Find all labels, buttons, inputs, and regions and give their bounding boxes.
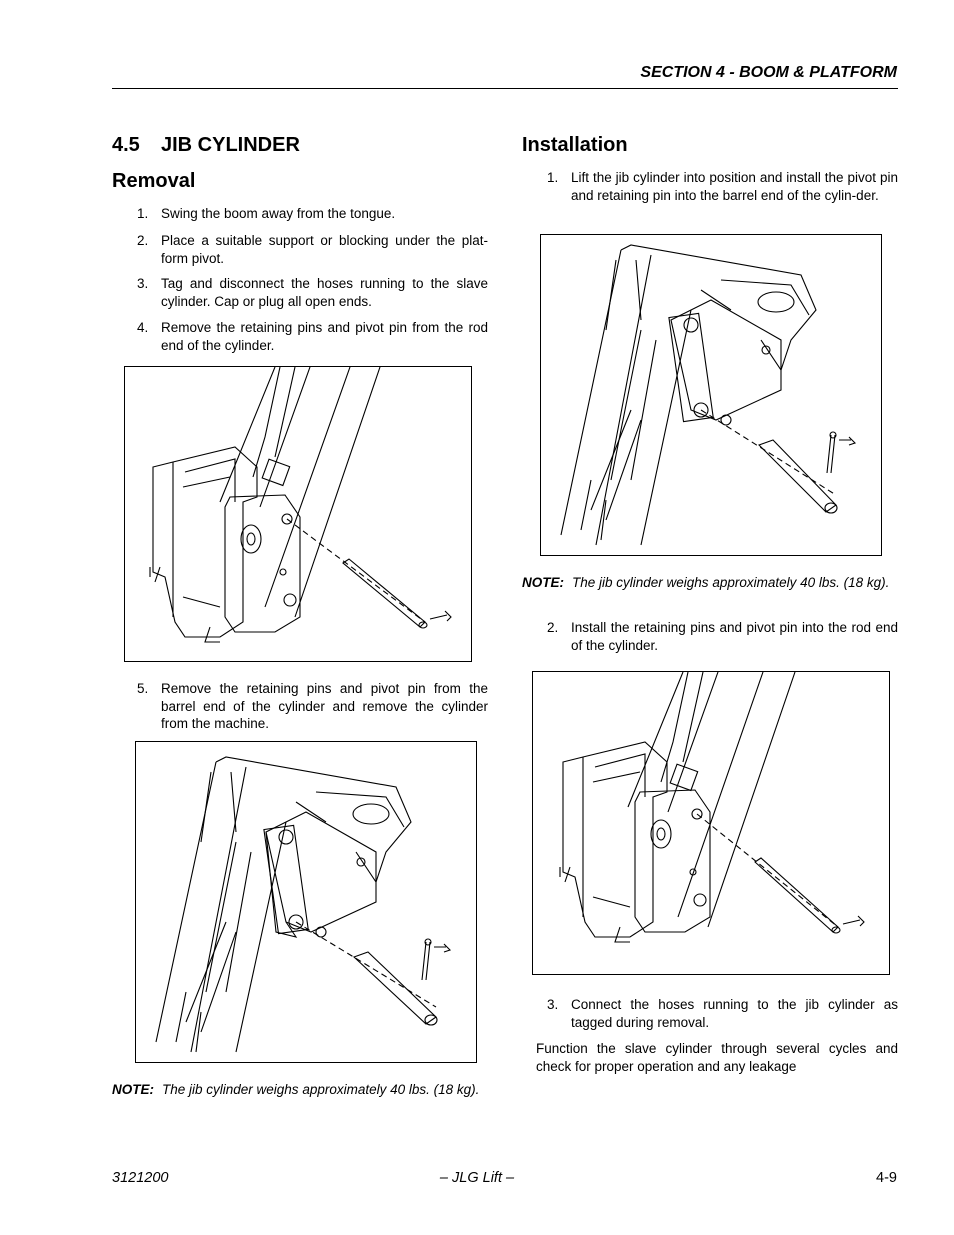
step-text: Tag and disconnect the hoses running to … [161, 276, 488, 309]
figure-rod-end-installation [532, 671, 890, 975]
note-label: NOTE: [112, 1082, 154, 1097]
list-item: 5. Remove the retaining pins and pivot p… [137, 680, 489, 734]
note-label: NOTE: [522, 575, 564, 590]
step-text: Remove the retaining pins and pivot pin … [161, 320, 488, 353]
step-text: Remove the retaining pins and pivot pin … [161, 681, 488, 731]
closing-paragraph: Function the slave cylinder through seve… [536, 1041, 898, 1074]
step-number: 2. [137, 233, 149, 248]
list-item: 2. Place a suitable support or blocking … [137, 232, 489, 268]
step-number: 1. [547, 170, 559, 185]
note-text: The jib cylinder weighs approximately 40… [572, 575, 890, 590]
note-text: The jib cylinder weighs approximately 40… [162, 1082, 480, 1097]
installation-heading: Installation [522, 134, 628, 156]
step-text: Install the retaining pins and pivot pin… [571, 620, 898, 653]
doc-number: 3121200 [112, 1170, 169, 1186]
page-number: 4-9 [876, 1170, 897, 1186]
figure-barrel-end-installation [540, 234, 882, 556]
step-text: Swing the boom away from the tongue. [161, 206, 396, 221]
section-heading: 4.5 JIB CYLINDER [112, 134, 300, 157]
section-title: JIB CYLINDER [161, 134, 300, 156]
figure-barrel-end-removal [135, 741, 477, 1063]
step-number: 3. [137, 276, 149, 291]
list-item: 3. Connect the hoses running to the jib … [547, 996, 898, 1032]
step-number: 3. [547, 997, 559, 1012]
header-divider [112, 88, 898, 89]
removal-heading: Removal [112, 170, 196, 192]
step-number: 4. [137, 320, 149, 335]
list-item: 1. Lift the jib cylinder into position a… [547, 169, 898, 223]
list-item: 3. Tag and disconnect the hoses running … [137, 275, 489, 311]
step-text: Place a suitable support or blocking und… [161, 233, 488, 266]
list-item: 4. Remove the retaining pins and pivot p… [137, 319, 489, 355]
step-text: Connect the hoses running to the jib cyl… [571, 997, 898, 1030]
note: NOTE: The jib cylinder weighs approximat… [522, 574, 898, 610]
section-number: 4.5 [112, 134, 140, 156]
list-item: 2. Install the retaining pins and pivot … [547, 619, 898, 655]
step-text: Lift the jib cylinder into position and … [571, 170, 898, 203]
list-item: 1. Swing the boom away from the tongue. [137, 205, 489, 223]
step-number: 2. [547, 620, 559, 635]
section-header: SECTION 4 - BOOM & PLATFORM [640, 64, 897, 81]
footer-center: – JLG Lift – [439, 1170, 515, 1186]
step-number: 5. [137, 681, 149, 696]
figure-rod-end-removal [124, 366, 472, 662]
note: NOTE: The jib cylinder weighs approximat… [112, 1081, 489, 1117]
step-number: 1. [137, 206, 149, 221]
